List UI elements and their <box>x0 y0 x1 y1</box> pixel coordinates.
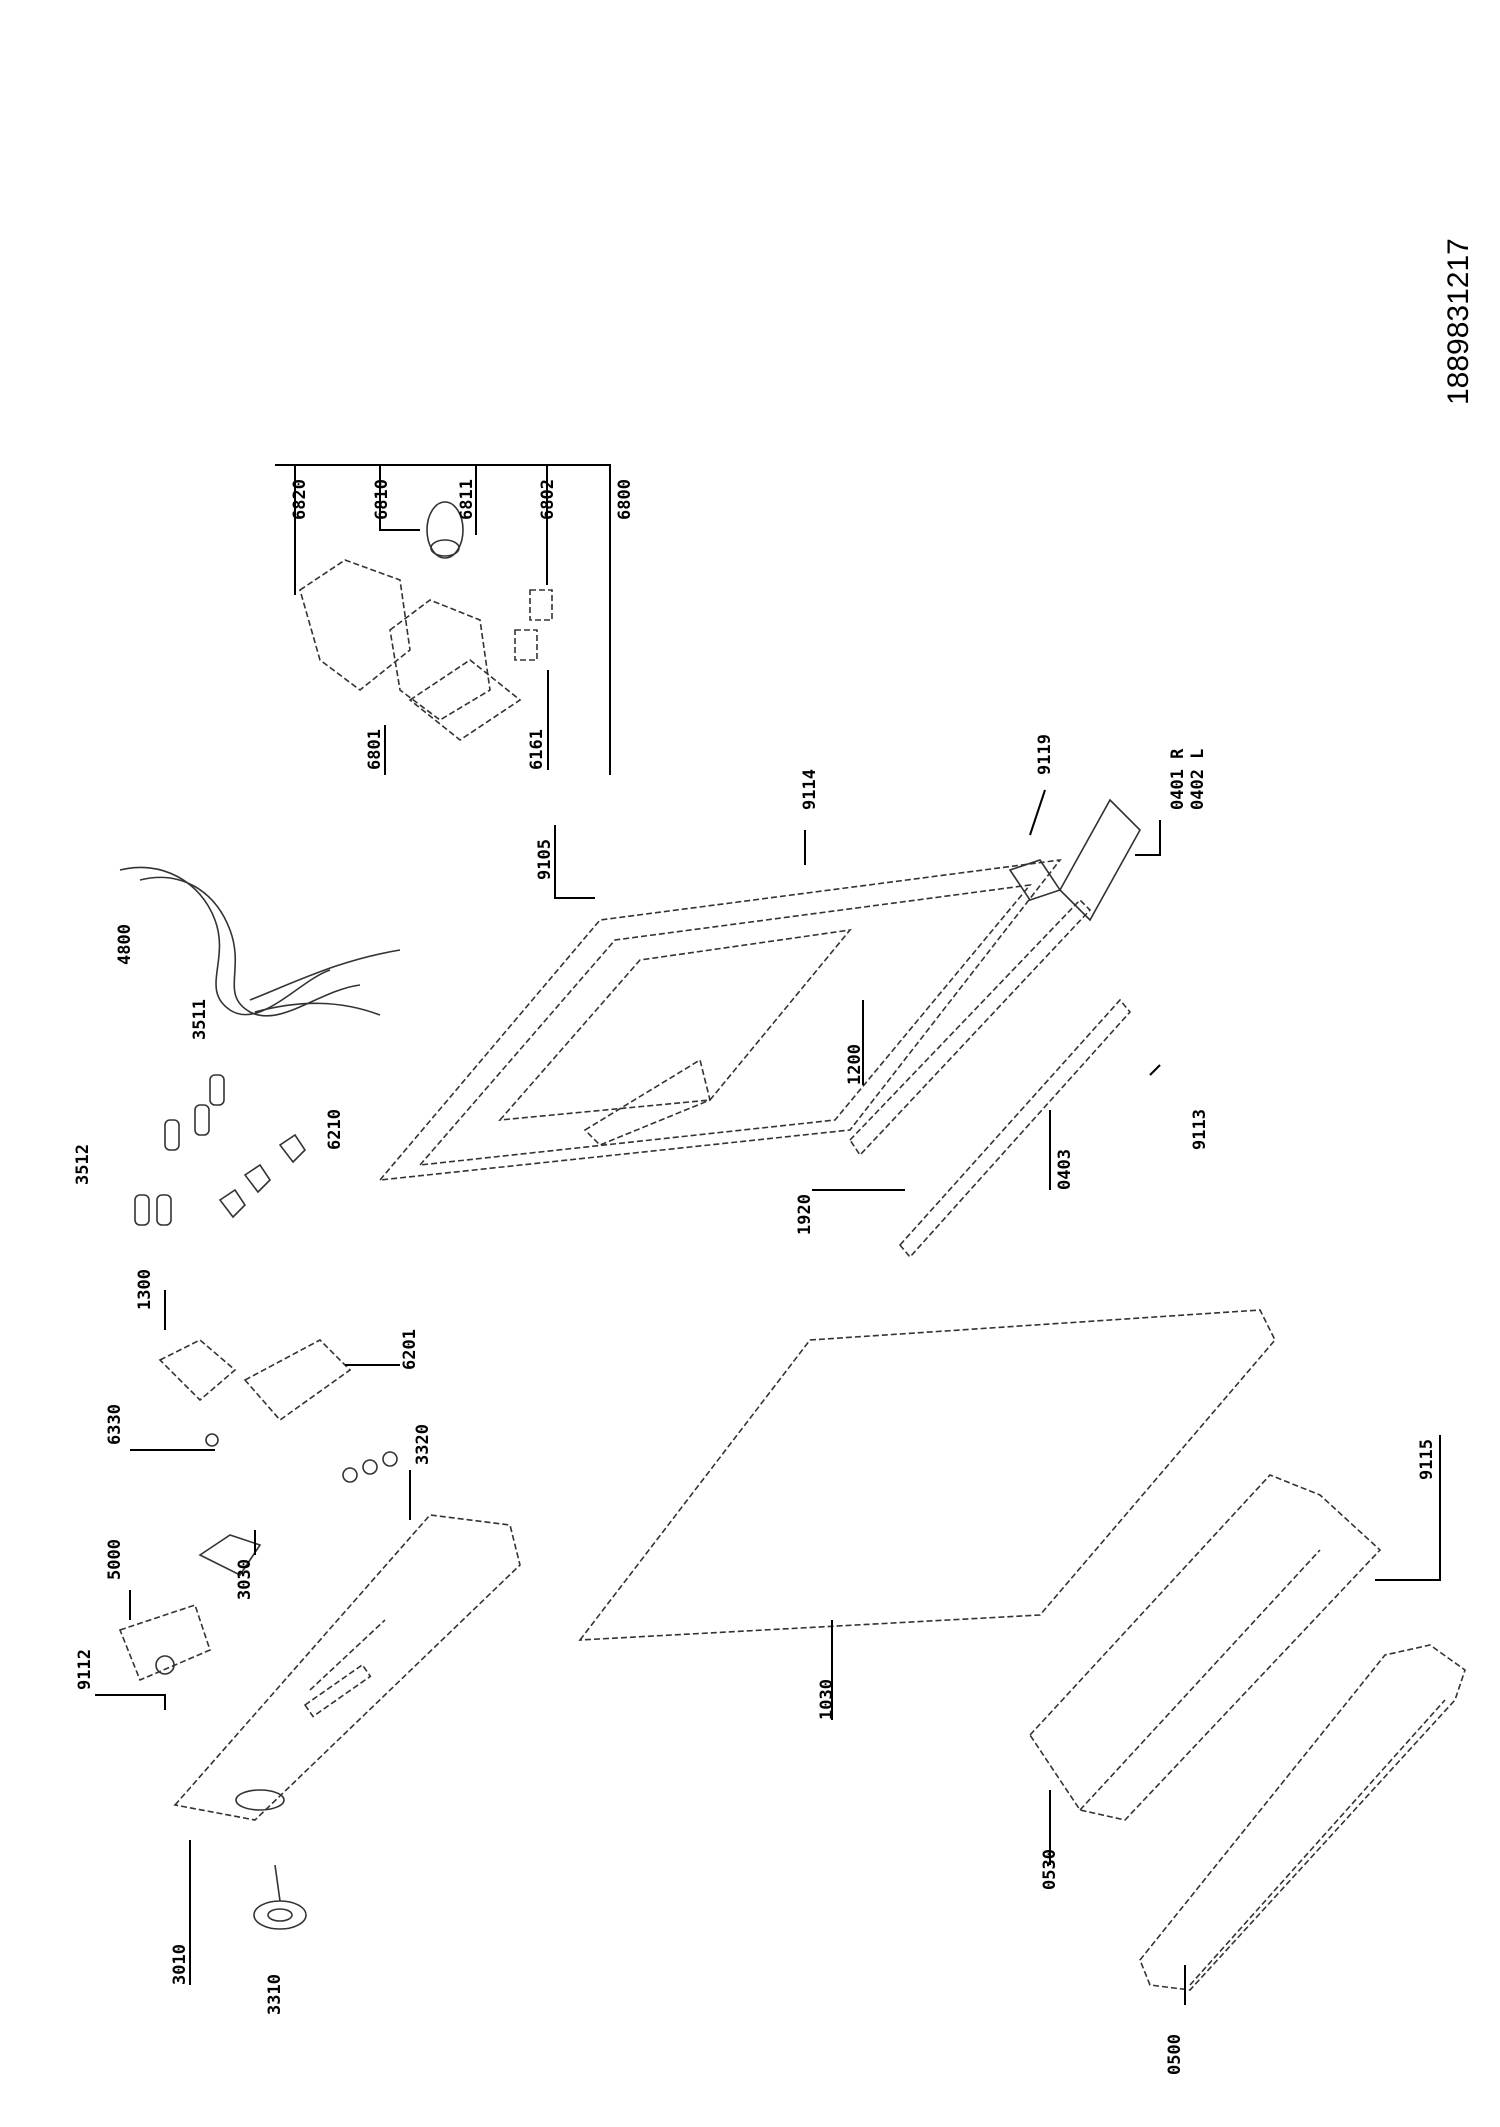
label-0500: 0500 <box>1165 2034 1185 2075</box>
label-9113: 9113 <box>1190 1109 1210 1150</box>
drawing-0500-kick-plate <box>1139 1644 1466 1991</box>
drawing-6800-assembly <box>299 501 553 741</box>
drawing-strips <box>848 898 1132 1259</box>
label-0403: 0403 <box>1055 1149 1075 1190</box>
drawing-3310-knob <box>253 1864 307 1930</box>
label-6330: 6330 <box>105 1404 125 1445</box>
label-9115: 9115 <box>1417 1439 1437 1480</box>
label-9112: 9112 <box>75 1649 95 1690</box>
drawing-3010-control-panel <box>173 1514 521 1821</box>
label-3310: 3310 <box>265 1974 285 2015</box>
label-5000: 5000 <box>105 1539 125 1580</box>
label-3010: 3010 <box>170 1944 190 1985</box>
drawing-1200-door-frame <box>378 858 1062 1182</box>
label-9119: 9119 <box>1035 734 1055 775</box>
label-1200: 1200 <box>845 1044 865 1085</box>
drawing-3512-connectors <box>134 1074 225 1226</box>
label-1030: 1030 <box>817 1679 837 1720</box>
drawing-switch-blocks <box>158 1339 352 1447</box>
label-1920: 1920 <box>795 1194 815 1235</box>
drawing-hinge <box>1008 798 1141 922</box>
label-6811: 6811 <box>457 479 477 520</box>
document-id: 1889831217 <box>1442 238 1475 405</box>
label-1300: 1300 <box>135 1269 155 1310</box>
part-labels: 6820 6810 6811 6802 6800 6801 6161 9105 … <box>73 479 1437 2075</box>
label-3512: 3512 <box>73 1144 93 1185</box>
label-9105: 9105 <box>535 839 555 880</box>
label-6210: 6210 <box>325 1109 345 1150</box>
label-3030: 3030 <box>235 1559 255 1600</box>
label-3511: 3511 <box>190 999 210 1040</box>
label-0530: 0530 <box>1040 1849 1060 1890</box>
drawing-5000-block <box>118 1603 211 1682</box>
drawing-1030-door-panel <box>578 1309 1276 1641</box>
label-4800: 4800 <box>115 924 135 965</box>
label-3320: 3320 <box>413 1424 433 1465</box>
label-6800: 6800 <box>615 479 635 520</box>
drawing-3030-3320 <box>198 1451 398 1577</box>
label-0401: 0401 R <box>1168 748 1188 810</box>
drawing-wire-harness <box>119 866 401 1017</box>
label-0402: 0402 L <box>1188 749 1208 810</box>
leader-lines <box>95 464 1441 2005</box>
label-6161: 6161 <box>527 729 547 770</box>
label-6801: 6801 <box>365 729 385 770</box>
label-6802: 6802 <box>538 479 558 520</box>
label-6810: 6810 <box>372 479 392 520</box>
drawing-6210-clips <box>218 1133 307 1219</box>
drawing-0530-panel <box>1028 1474 1382 1821</box>
label-6820: 6820 <box>290 479 310 520</box>
label-9114: 9114 <box>800 769 820 810</box>
label-6201: 6201 <box>400 1329 420 1370</box>
